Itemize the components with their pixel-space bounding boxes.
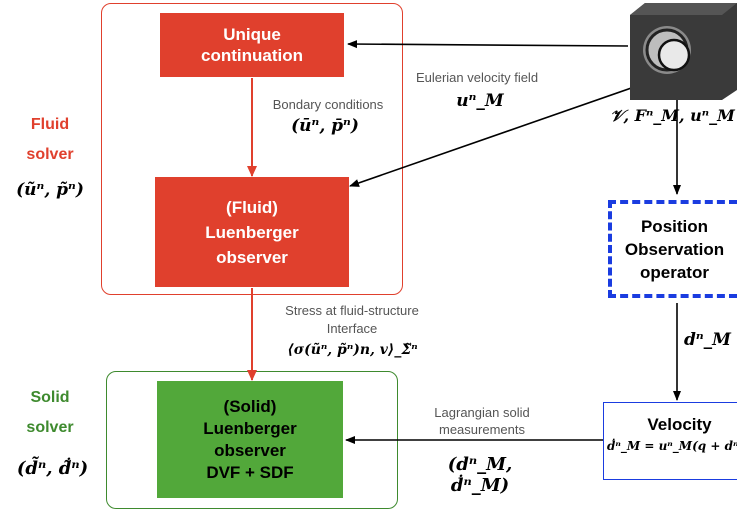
fluid-observer-line3: observer <box>216 247 288 267</box>
interface-math: ⟨σ(ũⁿ, p̃ⁿ)n, v⟩_Σ̃ⁿ <box>287 342 418 358</box>
scanner-device-icon <box>630 3 737 100</box>
solid-observer-line4: DVF + SDF <box>206 462 294 482</box>
position-line2: Observation <box>624 239 725 259</box>
lagrangian-label-line2: measurements <box>439 422 525 437</box>
fluid-observer-line1: (Fluid) <box>226 197 278 217</box>
arrow-device-to-fluid-observer <box>349 84 641 187</box>
d-measure-math: dⁿ_M <box>684 330 731 350</box>
position-line3: operator <box>640 262 709 282</box>
unique-continuation-box: Unique continuation <box>160 13 344 77</box>
velocity-title: Velocity <box>647 415 712 434</box>
solid-observer-line2: Luenberger <box>203 418 297 438</box>
interface-label-line2: Interface <box>326 321 378 336</box>
fluid-solver-math: (ũⁿ, p̃ⁿ) <box>16 180 84 200</box>
bc-label: Bondary conditions <box>272 97 384 112</box>
interface-label: Stress at fluid-structure Interface <box>262 302 442 338</box>
solid-solver-label-line2: solver <box>26 419 74 436</box>
position-line1: Position <box>640 216 709 236</box>
fluid-observer-box: (Fluid) Luenberger observer <box>155 177 349 287</box>
unique-line1: Unique <box>223 25 281 44</box>
velocity-math: ḋⁿ_M = uⁿ_M(q + dⁿ_M <box>607 439 737 453</box>
solid-solver-math: (d̃ⁿ, ḋ̃ⁿ) <box>16 458 89 479</box>
position-operator-box: Position Observation operator <box>608 200 737 298</box>
lagrangian-label: Lagrangian solid measurements <box>412 404 552 438</box>
fluid-solver-label-line1: Fluid <box>30 116 70 133</box>
solid-solver-label: Solid solver <box>20 383 80 443</box>
lagrangian-label-line1: Lagrangian solid <box>434 405 530 420</box>
device-math: 𝒱, Fⁿ_M, uⁿ_M <box>610 106 735 125</box>
solid-observer-line3: observer <box>214 440 286 460</box>
bc-math: (ūⁿ, p̄ⁿ) <box>291 116 359 136</box>
unique-line2: continuation <box>201 46 303 65</box>
eulerian-math: uⁿ_M <box>456 91 504 111</box>
fluid-solver-label-line2: solver <box>26 146 74 163</box>
interface-label-line1: Stress at fluid-structure <box>285 303 419 318</box>
solid-solver-label-line1: Solid <box>30 389 70 406</box>
velocity-box: Velocity ḋⁿ_M = uⁿ_M(q + dⁿ_M <box>603 402 737 480</box>
fluid-solver-label: Fluid solver <box>20 110 80 170</box>
lagrangian-math: (dⁿ_M, ḋⁿ_M) <box>447 454 513 496</box>
arrow-device-to-unique <box>347 40 629 49</box>
eulerian-label: Eulerian velocity field <box>415 70 539 85</box>
solid-observer-box: (Solid) Luenberger observer DVF + SDF <box>157 381 343 498</box>
fluid-observer-line2: Luenberger <box>205 222 299 242</box>
solid-observer-line1: (Solid) <box>223 396 277 416</box>
